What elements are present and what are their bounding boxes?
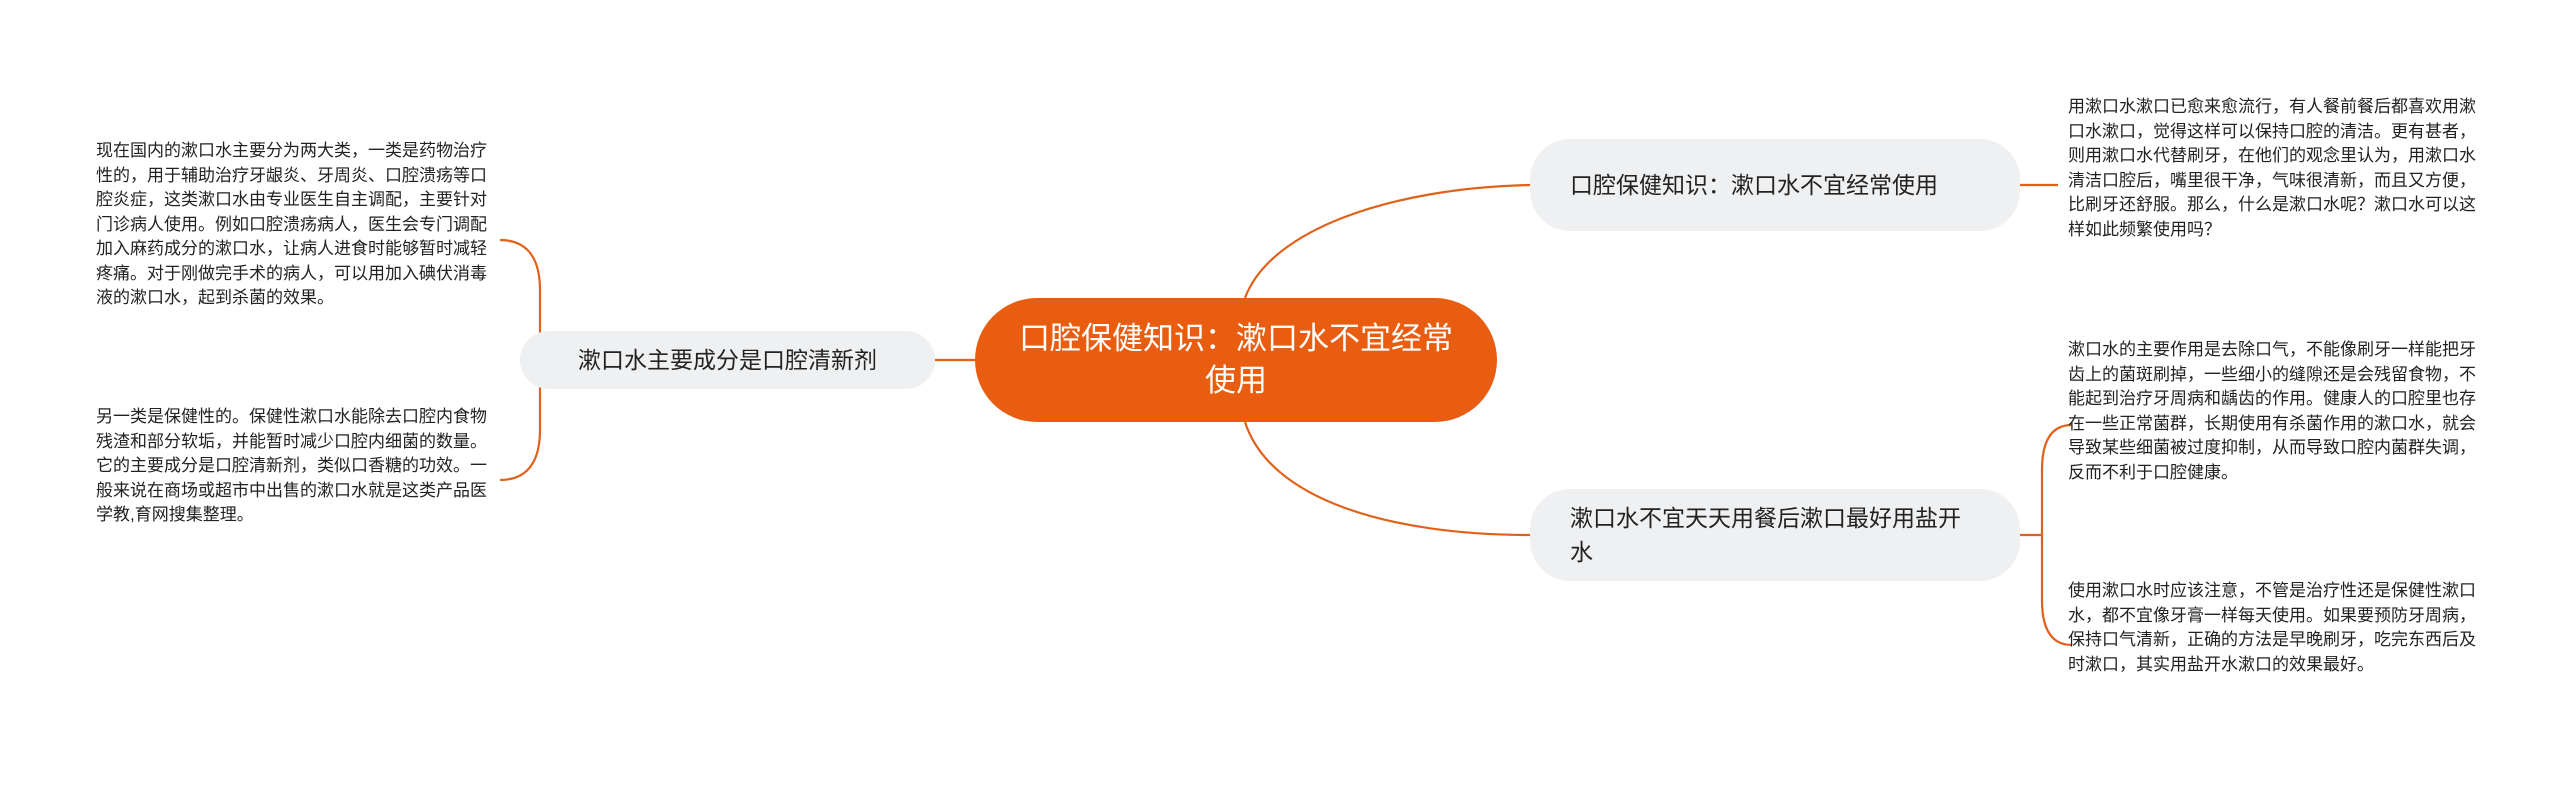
note-text: 使用漱口水时应该注意，不管是治疗性还是保健性漱口水，都不宜像牙膏一样每天使用。如… xyxy=(2068,581,2476,674)
brace-right xyxy=(2040,423,2073,647)
note-text: 另一类是保健性的。保健性漱口水能除去口腔内食物残渣和部分软垢，并能暂时减少口腔内… xyxy=(96,407,487,524)
root-label: 口腔保健知识：漱口水不宜经常使用 xyxy=(1019,321,1453,398)
note-text: 现在国内的漱口水主要分为两大类，一类是药物治疗性的，用于辅助治疗牙龈炎、牙周炎、… xyxy=(96,141,487,307)
link-root-to-branch-top xyxy=(1243,183,1531,299)
branch-label: 口腔保健知识：漱口水不宜经常使用 xyxy=(1570,172,1938,198)
note-text: 漱口水的主要作用是去除口气，不能像刷牙一样能把牙齿上的菌斑刷掉，一些细小的缝隙还… xyxy=(2068,340,2476,482)
root-node[interactable]: 口腔保健知识：漱口水不宜经常使用 xyxy=(975,298,1497,422)
link-root-to-branch-bottom xyxy=(1243,421,1531,537)
branch-node-salt-water[interactable]: 漱口水不宜天天用餐后漱口最好用盐开水 xyxy=(1530,489,2020,581)
branch-label: 漱口水主要成分是口腔清新剂 xyxy=(578,347,877,373)
branch-node-main-ingredient[interactable]: 漱口水主要成分是口腔清新剂 xyxy=(520,331,935,389)
branch-label: 漱口水不宜天天用餐后漱口最好用盐开水 xyxy=(1570,505,1961,565)
note-text: 用漱口水漱口已愈来愈流行，有人餐前餐后都喜欢用漱口水漱口，觉得这样可以保持口腔的… xyxy=(2068,97,2476,239)
branch-node-mouthwash-not-frequent[interactable]: 口腔保健知识：漱口水不宜经常使用 xyxy=(1530,139,2020,231)
